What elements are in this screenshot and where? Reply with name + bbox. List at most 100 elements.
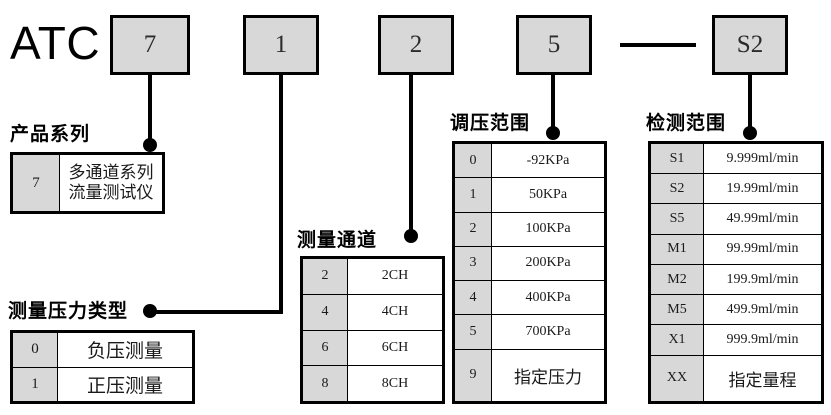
cell-desc: 499.9ml/min [703, 294, 822, 326]
code-box-detect-range[interactable]: S2 [712, 15, 788, 75]
cell-desc: 999.9ml/min [703, 324, 822, 356]
cell-code: 6 [302, 329, 348, 367]
table-pressure-type: 0 负压测量 1 正压测量 [10, 330, 195, 404]
cell-desc-line2: 流量测试仪 [68, 183, 154, 202]
brand-label: ATC [10, 17, 101, 69]
caption-product-series: 产品系列 [10, 124, 91, 145]
table-row: S1 9.999ml/min [650, 142, 822, 175]
cell-code: X1 [650, 324, 704, 356]
cell-code: 2 [302, 258, 348, 295]
cell-desc: 8CH [347, 365, 443, 402]
connector-channels-line [409, 75, 413, 236]
table-channels: 2 2CH 4 4CH 6 6CH 8 8CH [300, 256, 445, 404]
cell-code: 7 [12, 154, 60, 212]
connector-pressure-type-hline [150, 310, 283, 314]
table-row: 9 指定压力 [454, 348, 605, 403]
connector-detect-range-line [748, 75, 752, 133]
code-box-channels-value: 2 [409, 31, 423, 58]
connector-channels-dot [404, 229, 418, 243]
cell-desc: 100KPa [491, 211, 605, 247]
cell-desc: 4CH [347, 293, 443, 331]
cell-code: 1 [454, 177, 492, 213]
caption-pressure-range: 调压范围 [450, 113, 531, 134]
code-box-series[interactable]: 7 [110, 15, 190, 75]
table-detect-range: S1 9.999ml/min S2 19.99ml/min S5 49.99ml… [648, 141, 824, 404]
cell-desc: 50KPa [491, 177, 605, 213]
table-row: 4 400KPa [454, 280, 605, 316]
connector-detect-range-dot [743, 126, 757, 140]
cell-desc: 6CH [347, 329, 443, 367]
table-row: 5 700KPa [454, 314, 605, 350]
table-product-series: 7 多通道系列 流量测试仪 [10, 152, 165, 214]
connector-series-dot [143, 138, 157, 152]
cell-code: 1 [12, 366, 58, 402]
code-box-pressure-range-value: 5 [547, 31, 561, 58]
cell-desc: 99.99ml/min [703, 233, 822, 265]
table-row: 4 4CH [302, 293, 443, 331]
code-box-series-value: 7 [143, 31, 157, 58]
connector-pressure-range-dot [546, 126, 560, 140]
cell-code: 4 [454, 280, 492, 316]
table-row: 1 正压测量 [12, 366, 193, 402]
cell-desc: 指定量程 [703, 354, 822, 403]
cell-code: 5 [454, 314, 492, 350]
cell-code: M1 [650, 233, 704, 265]
table-row: 2 2CH [302, 258, 443, 295]
cell-code: 3 [454, 245, 492, 282]
cell-desc: 9.999ml/min [703, 142, 822, 175]
table-row: 6 6CH [302, 329, 443, 367]
table-row: 1 50KPa [454, 177, 605, 213]
cell-desc: -92KPa [491, 142, 605, 179]
connector-pressure-type-vline [279, 75, 283, 314]
cell-code: S1 [650, 142, 704, 175]
caption-detect-range: 检测范围 [646, 113, 727, 134]
caption-channels: 测量通道 [297, 230, 378, 251]
cell-desc: 2CH [347, 258, 443, 295]
table-row: 0 负压测量 [12, 332, 193, 368]
dash-separator [620, 43, 696, 47]
cell-code: 4 [302, 293, 348, 331]
cell-code: 2 [454, 211, 492, 247]
table-pressure-range: 0 -92KPa 1 50KPa 2 100KPa 3 200KPa 4 400… [452, 141, 607, 404]
table-row: 7 多通道系列 流量测试仪 [12, 154, 163, 212]
table-row: 8 8CH [302, 365, 443, 402]
cell-code: 8 [302, 365, 348, 402]
cell-desc: 700KPa [491, 314, 605, 350]
cell-desc: 400KPa [491, 280, 605, 316]
cell-desc: 指定压力 [491, 348, 605, 403]
table-row: M1 99.99ml/min [650, 233, 822, 265]
cell-desc-line1: 多通道系列 [68, 163, 154, 183]
code-box-pressure-type-value: 1 [274, 31, 288, 58]
cell-desc: 200KPa [491, 245, 605, 282]
code-box-pressure-type[interactable]: 1 [243, 15, 319, 75]
table-row: 2 100KPa [454, 211, 605, 247]
connector-pressure-type-dot [143, 304, 157, 318]
connector-series-line [148, 75, 152, 145]
cell-code: 0 [12, 332, 58, 368]
caption-pressure-type: 测量压力类型 [8, 301, 129, 322]
code-box-channels[interactable]: 2 [378, 15, 454, 75]
cell-code: M5 [650, 294, 704, 326]
cell-desc: 正压测量 [57, 366, 193, 402]
cell-desc: 199.9ml/min [703, 263, 822, 296]
cell-desc: 49.99ml/min [703, 203, 822, 235]
cell-code: XX [650, 354, 704, 403]
table-row: S2 19.99ml/min [650, 173, 822, 205]
cell-desc: 19.99ml/min [703, 173, 822, 205]
cell-desc: 多通道系列 流量测试仪 [59, 154, 163, 212]
code-box-pressure-range[interactable]: 5 [516, 15, 592, 75]
cell-code: S5 [650, 203, 704, 235]
table-row: X1 999.9ml/min [650, 324, 822, 356]
table-row: M5 499.9ml/min [650, 294, 822, 326]
cell-desc: 负压测量 [57, 332, 193, 368]
table-row: S5 49.99ml/min [650, 203, 822, 235]
table-row: M2 199.9ml/min [650, 263, 822, 296]
table-row: 0 -92KPa [454, 142, 605, 179]
table-row: 3 200KPa [454, 245, 605, 282]
cell-code: M2 [650, 263, 704, 296]
connector-pressure-range-line [551, 75, 555, 133]
code-box-detect-range-value: S2 [736, 31, 764, 58]
table-row: XX 指定量程 [650, 354, 822, 403]
cell-code: S2 [650, 173, 704, 205]
